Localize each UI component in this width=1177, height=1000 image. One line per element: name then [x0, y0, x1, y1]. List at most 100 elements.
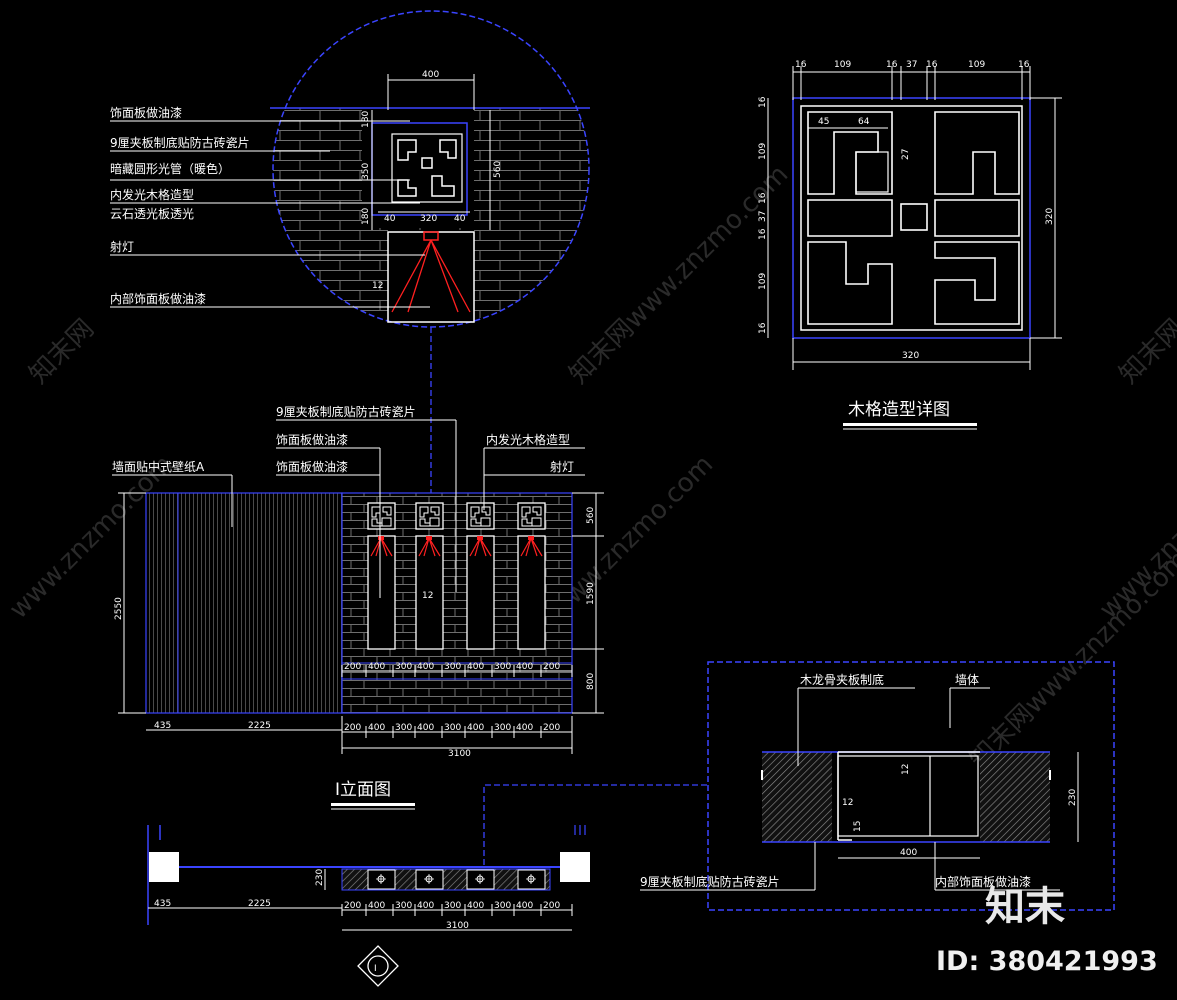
marker-label: I — [374, 964, 377, 974]
dim-label: 800 — [586, 673, 596, 690]
dim-label: 15 — [853, 821, 863, 832]
plan-niche — [415, 869, 444, 890]
dim-label: 180 — [361, 208, 371, 225]
dim-label: 200 — [543, 662, 560, 672]
dim-label: 200 — [344, 662, 361, 672]
spotlight-beam — [418, 537, 441, 557]
label-text: 云石透光板透光 — [110, 207, 194, 221]
dim-label: 400 — [467, 662, 484, 672]
label-text: 饰面板做油漆 — [110, 105, 182, 120]
label-text: 内部饰面板做油漆 — [110, 291, 206, 306]
dim-label: 300 — [395, 662, 412, 672]
elevation-labels: 9厘夹板制底贴防古砖瓷片 饰面板做油漆 内发光木格造型 饰面板做油漆 射灯 墙面… — [112, 404, 585, 598]
dim-label: 109 — [968, 60, 985, 70]
dim-label: 435 — [154, 899, 171, 909]
dim-label: 40 — [384, 214, 396, 224]
brand-logo: 知末 — [985, 884, 1065, 930]
dim-label: 400 — [417, 662, 434, 672]
section-detail: 400 230 12 12 15 木龙骨夹板制底 墙体 9厘夹板制底贴防古砖瓷片… — [640, 661, 1115, 911]
column-group — [367, 502, 546, 650]
detail-circle: 400 180 350 180 560 40 320 40 12 饰面板做油漆 … — [110, 10, 590, 500]
plan-boxes — [367, 869, 546, 890]
lattice-pattern — [470, 506, 491, 527]
dim-label: 200 — [543, 723, 560, 733]
section-labels: 木龙骨夹板制底 墙体 9厘夹板制底贴防古砖瓷片 内部饰面板做油漆 — [640, 672, 1060, 891]
label-text: 饰面板做油漆 — [276, 459, 348, 474]
dim-label: 16 — [758, 322, 768, 334]
section-marker: I — [357, 945, 399, 987]
dim-label: 560 — [493, 161, 503, 178]
light-niche — [466, 535, 495, 650]
dim-label: 200 — [543, 901, 560, 911]
dim-label: 320 — [902, 351, 919, 361]
dim-label: 45 — [818, 117, 829, 127]
light-niche — [517, 535, 546, 650]
dim-label: 3100 — [446, 921, 469, 931]
elevation-title: I立面图 — [335, 780, 391, 800]
spotlight-beam — [520, 537, 543, 557]
dim-label: 435 — [154, 721, 171, 731]
dim-label: 400 — [368, 901, 385, 911]
spotlight-icon — [426, 536, 432, 540]
dim-label: 37 — [906, 60, 917, 70]
dim-label: 2225 — [248, 899, 271, 909]
dim-label: 12 — [842, 798, 853, 808]
label-text: 木龙骨夹板制底 — [800, 672, 884, 687]
lattice-title: 木格造型详图 — [848, 400, 950, 420]
light-cross — [424, 874, 434, 884]
dim-label: 400 — [467, 723, 484, 733]
watermark-text: 知末网 — [24, 314, 100, 390]
dim-label: 300 — [494, 901, 511, 911]
dim-label: 400 — [417, 723, 434, 733]
label-text: 射灯 — [110, 239, 134, 254]
dim-label: 320 — [420, 214, 437, 224]
dim-label: 400 — [467, 901, 484, 911]
dim-label: 300 — [395, 901, 412, 911]
dim-label: 300 — [444, 662, 461, 672]
lattice-detail: 16 109 16 37 16 109 16 45 64 27 16 109 1… — [758, 60, 1062, 430]
dim-label: 40 — [454, 214, 466, 224]
label-text: 射灯 — [550, 459, 574, 474]
lattice-pattern — [521, 506, 542, 527]
dim-label: 320 — [1045, 208, 1055, 225]
lattice-pattern — [371, 506, 392, 527]
dim-label: 200 — [344, 901, 361, 911]
dim-label: 300 — [395, 723, 412, 733]
label-text: 9厘夹板制底贴防古砖瓷片 — [276, 404, 416, 419]
dim-label: 109 — [834, 60, 851, 70]
plan-niche — [466, 869, 495, 890]
dim-label: 16 — [758, 228, 768, 240]
label-text: 墙面贴中式壁纸A — [112, 459, 205, 474]
lattice-pattern — [419, 506, 440, 527]
image-id: ID: 380421993 — [936, 946, 1158, 977]
dim-label: 109 — [758, 143, 768, 160]
spotlight-icon — [477, 536, 483, 540]
spotlight-beam — [370, 537, 393, 557]
dim-label: 400 — [516, 901, 533, 911]
label-text: 9厘夹板制底贴防古砖瓷片 — [110, 135, 250, 150]
dim-label: 400 — [516, 723, 533, 733]
label-text: 内部饰面板做油漆 — [935, 874, 1031, 889]
dim-label: 1590 — [586, 582, 596, 605]
dim-label: 2550 — [114, 597, 124, 620]
label-text: 内发光木格造型 — [110, 187, 194, 202]
dim-label: 400 — [900, 848, 917, 858]
spotlight-icon — [378, 536, 384, 540]
detail-circle-labels: 饰面板做油漆 9厘夹板制底贴防古砖瓷片 暗藏圆形光管（暖色） 内发光木格造型 云… — [110, 105, 430, 308]
dim-label: 300 — [444, 901, 461, 911]
dim-label: 12 — [372, 281, 383, 291]
label-text: 9厘夹板制底贴防古砖瓷片 — [640, 874, 780, 889]
dim-label: 16 — [758, 192, 768, 204]
dim-label: 300 — [494, 662, 511, 672]
watermark-text: 知末网 — [1114, 314, 1177, 390]
dim-label: 560 — [586, 507, 596, 524]
spotlight-icon — [528, 536, 534, 540]
light-niche — [367, 535, 396, 650]
label-text: 饰面板做油漆 — [276, 432, 348, 447]
dim-label: 230 — [315, 869, 325, 886]
dim-label: 12 — [422, 591, 433, 601]
